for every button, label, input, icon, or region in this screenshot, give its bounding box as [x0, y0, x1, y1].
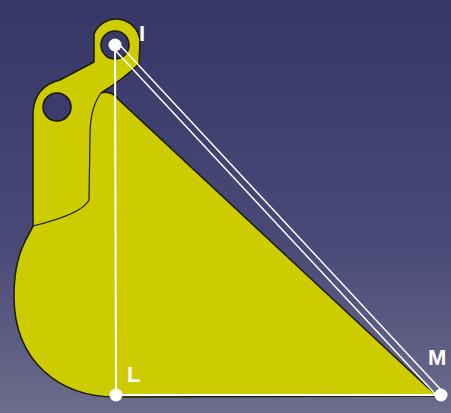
bucket-body: [14, 19, 440, 397]
construction-line: [116, 394, 441, 396]
construction-line: [117, 42, 443, 392]
construction-line: [115, 45, 116, 395]
side-plate-edge: [33, 93, 101, 226]
point-marker: [109, 39, 122, 52]
pin-hole: [43, 93, 71, 121]
point-label: L: [127, 364, 140, 386]
construction-line: [113, 48, 439, 398]
point-label: I: [139, 23, 145, 45]
point-marker: [435, 389, 448, 402]
point-marker: [110, 389, 123, 402]
point-label: M: [428, 347, 446, 369]
